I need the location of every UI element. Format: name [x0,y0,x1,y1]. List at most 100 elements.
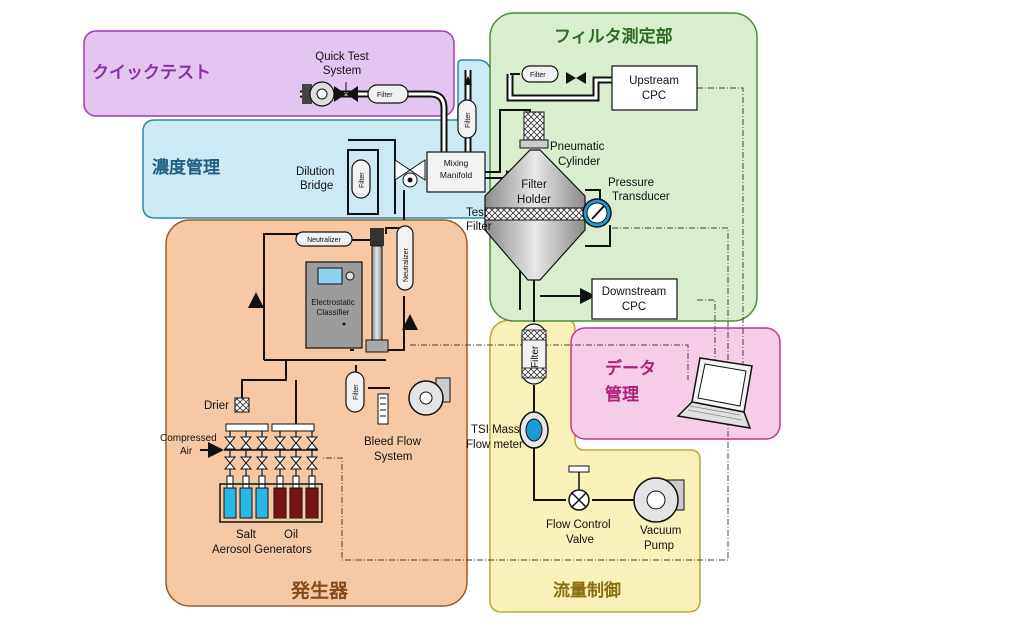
dilution-bridge-label-2: Bridge [300,180,333,192]
generator-manifolds [224,423,318,451]
upstream-cpc: Upstream CPC [611,65,698,111]
quick-test-system-label-1: Quick Test [315,51,369,63]
svg-text:Manifold: Manifold [440,170,472,180]
valve-icon [223,436,237,450]
flow-filter: Filter [521,323,547,385]
dilution-bridge-label-1: Dilution [296,166,334,178]
valve-icon [273,456,287,470]
oil-label: Oil [284,529,298,541]
bottle-neck [276,475,284,489]
tsi-mass-flow-label-1: TSI Mass [471,424,520,436]
valve-icon [239,456,253,470]
upstream-valve-icon [566,72,586,84]
pneumatic-cylinder [519,111,549,149]
flow-control-valve-icon [568,465,590,511]
zone-label-generator: 発生器 [290,579,349,602]
dilution-filter: Filter [351,159,371,199]
valve-icon [305,436,319,450]
zone-label-data-2: 管理 [605,384,639,405]
zone-label-quick-test: クイックテスト [92,63,211,83]
svg-text:Electrostatic: Electrostatic [311,298,355,307]
zone-label-concentration: 濃度管理 [152,157,220,178]
tsi-mass-flow-label-2: Flow meter [466,439,523,451]
salt-bottle [239,487,253,519]
salt-bottle [255,487,269,519]
svg-text:Holder: Holder [517,194,551,206]
bleed-flow-label-1: Bleed Flow [364,436,422,448]
salt-label: Salt [236,529,257,541]
flow-control-valve-label-1: Flow Control [546,519,611,531]
zone-label-filter-measurement: フィルタ測定部 [554,26,673,47]
dilution-valve-icon [394,159,426,188]
vacuum-pump-label-2: Pump [644,540,674,552]
generator-bottles [219,475,323,523]
vacuum-pump-label-1: Vacuum [640,525,681,537]
bleed-flow-meter-icon [377,393,389,425]
bottle-neck [292,475,300,489]
neutralizer-vertical: Neutralizer [396,225,414,291]
svg-text:Filter: Filter [353,384,360,400]
arrow-up-icon [464,76,472,85]
manifold-inlet-filter: Filter [457,99,477,139]
valve-icon [305,456,319,470]
flow-control-valve-label-2: Valve [566,534,594,546]
svg-text:Filter: Filter [359,172,366,188]
pressure-gauge-icon [582,198,612,228]
oil-bottle [273,487,287,519]
quick-test-valve-icon [334,82,358,102]
valve-icon [239,436,253,450]
svg-text:Neutralizer: Neutralizer [307,237,342,244]
svg-text:CPC: CPC [642,90,666,102]
bottle-neck [258,475,266,489]
valve-icon [255,436,269,450]
drier-label: Drier [204,400,229,412]
quick-test-blower [302,81,335,107]
svg-text:Neutralizer: Neutralizer [403,247,410,282]
downstream-cpc: Downstream CPC [591,278,678,320]
oil-bottle [305,487,319,519]
svg-text:Filter: Filter [377,92,393,99]
pressure-transducer-label-1: Pressure [608,177,654,189]
electrostatic-classifier: Electrostatic Classifier [305,228,389,353]
svg-text:Filter: Filter [530,72,546,79]
zone-label-flow-control: 流量制御 [553,580,621,601]
upstream-filter: Filter [521,65,559,83]
bottle-rack [219,483,323,523]
valve-icon [223,456,237,470]
quick-test-system-label-2: System [323,65,361,77]
svg-text:Downstream: Downstream [602,286,667,298]
mass-flow-meter-icon [519,411,549,449]
test-filter-label-2: Filter [466,221,492,233]
pressure-transducer-label-2: Transducer [612,191,670,203]
filter-holder: Filter Holder [484,149,586,281]
signal-lines [322,87,744,561]
bottle-neck [226,475,234,489]
svg-text:Filter: Filter [521,179,547,191]
salt-bottle [223,487,237,519]
oil-bottle [289,487,303,519]
bottle-neck [242,475,250,489]
svg-text:Filter: Filter [530,345,541,368]
bleed-flow-label-2: System [374,451,412,463]
zone-label-data-1: データ [605,358,656,379]
pneumatic-cylinder-label-2: Cylinder [558,156,600,168]
compressed-air-label-1: Compressed [160,433,217,444]
aerosol-generators-label: Aerosol Generators [212,544,312,556]
vacuum-pump-icon [633,477,685,523]
test-filter-label-1: Test [466,207,488,219]
valve-icon [255,456,269,470]
svg-text:Upstream: Upstream [629,75,679,87]
svg-text:Classifier: Classifier [317,308,350,317]
valve-icon [273,436,287,450]
compressed-air-label-2: Air [180,446,193,457]
pneumatic-cylinder-label-1: Pneumatic [550,141,605,153]
zone-flow-control [489,319,701,613]
svg-text:CPC: CPC [622,301,646,313]
bleed-flow-blower-icon [408,377,451,416]
valve-icon [289,456,303,470]
mixing-manifold: Mixing Manifold [426,151,486,193]
laptop-icon [676,357,753,429]
bottle-neck [308,475,316,489]
bleed-filter: Filter [345,371,365,413]
